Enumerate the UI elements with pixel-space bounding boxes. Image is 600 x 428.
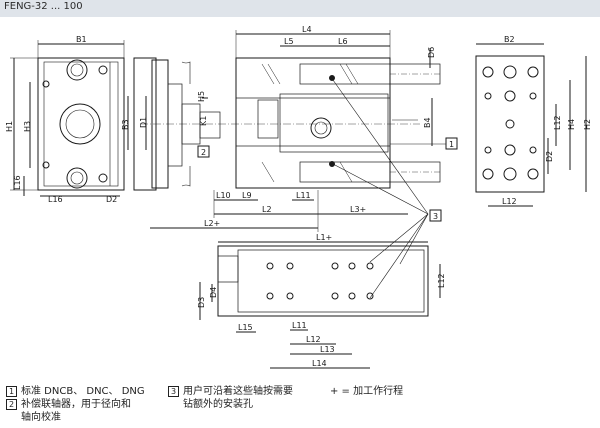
- legend-item-3-number: 3: [168, 385, 179, 397]
- dim-H1: H1: [5, 121, 14, 132]
- left-end-view: [10, 40, 125, 197]
- callout-1-number: 1: [449, 140, 454, 149]
- dim-D3: D3: [197, 297, 206, 308]
- dim-L16b: L16: [48, 195, 63, 204]
- dim-L6: L6: [338, 37, 348, 46]
- callout-2-number: 2: [201, 148, 206, 157]
- callout-2-box: [197, 145, 210, 158]
- legend-item-3-line-1: 用户可沿着这些轴按需要: [183, 386, 293, 397]
- dim-D4: D4: [209, 287, 218, 298]
- dim-D2: D2: [106, 195, 117, 204]
- dim-L9: L9: [242, 191, 252, 200]
- dim-L15: L15: [238, 323, 253, 332]
- dim-L10: L10: [216, 191, 231, 200]
- dim-L12c: L12: [306, 335, 321, 344]
- legend-item-2-line-1: 补偿联轴器，用于径向和: [21, 399, 131, 410]
- dim-K1: K1: [199, 116, 208, 126]
- legend-item-1: 1 标准 DNCB、 DNC、 DNG: [6, 385, 145, 398]
- callout-3-box: [429, 209, 442, 222]
- legend-column-2: 3 用户可沿着这些轴按需要 钻额外的安装孔: [168, 385, 293, 411]
- dim-H3: H3: [23, 121, 32, 132]
- legend-item-2-number: 2: [6, 398, 17, 410]
- dim-L11b: L11: [292, 321, 307, 330]
- dim-D2b: D2: [545, 151, 554, 162]
- dim-H4: H4: [567, 119, 576, 130]
- dim-B3: B3: [121, 119, 130, 130]
- dim-D6: D6: [427, 47, 436, 58]
- middle-side-view: [127, 30, 441, 232]
- dim-B2: B2: [504, 35, 515, 44]
- dim-L4: L4: [302, 25, 312, 34]
- dim-L11: L11: [296, 191, 311, 200]
- page-title: FENG-32 ... 100: [4, 1, 83, 12]
- legend-item-1-text: 标准 DNCB、 DNC、 DNG: [21, 386, 145, 397]
- dim-L1: L1+: [316, 233, 332, 242]
- right-end-view: [475, 43, 587, 207]
- dim-L14: L14: [312, 359, 327, 368]
- legend-item-3-line-2: 钻额外的安装孔: [183, 399, 253, 410]
- bottom-plan-view: [199, 241, 441, 369]
- legend-plus-note: + = 加工作行程: [330, 386, 404, 397]
- callout-3-number: 3: [433, 212, 438, 221]
- dim-B1: B1: [76, 35, 87, 44]
- dim-L12: L12: [553, 115, 562, 130]
- legend-item-3: 3 用户可沿着这些轴按需要: [168, 385, 293, 398]
- callout-1-box: [445, 137, 458, 150]
- dim-L12d: L12: [437, 273, 446, 288]
- dim-L13: L13: [320, 345, 335, 354]
- dim-L16: L16: [13, 175, 22, 190]
- dim-H5: H5: [197, 91, 206, 102]
- title-bar: FENG-32 ... 100: [0, 0, 600, 17]
- legend-column-1: 1 标准 DNCB、 DNC、 DNG 2 补偿联轴器，用于径向和 轴向校准: [6, 385, 145, 424]
- dim-L2: L2: [262, 205, 272, 214]
- technical-drawing: B1 H1 H3 L16 L16 D2 B3 D1 H5 K1 L4 L5 L6…: [5, 25, 592, 369]
- dim-L2-plus: L2+: [204, 219, 220, 228]
- legend-item-2-line-2: 轴向校准: [21, 412, 61, 423]
- dim-D1: D1: [139, 117, 148, 128]
- dim-L5: L5: [284, 37, 294, 46]
- legend-item-1-number: 1: [6, 385, 17, 397]
- dim-H2: H2: [583, 119, 592, 130]
- legend-item-2: 2 补偿联轴器，用于径向和: [6, 398, 145, 411]
- dim-L12b: L12: [502, 197, 517, 206]
- dim-B4: B4: [423, 117, 432, 128]
- dim-L3: L3+: [350, 205, 366, 214]
